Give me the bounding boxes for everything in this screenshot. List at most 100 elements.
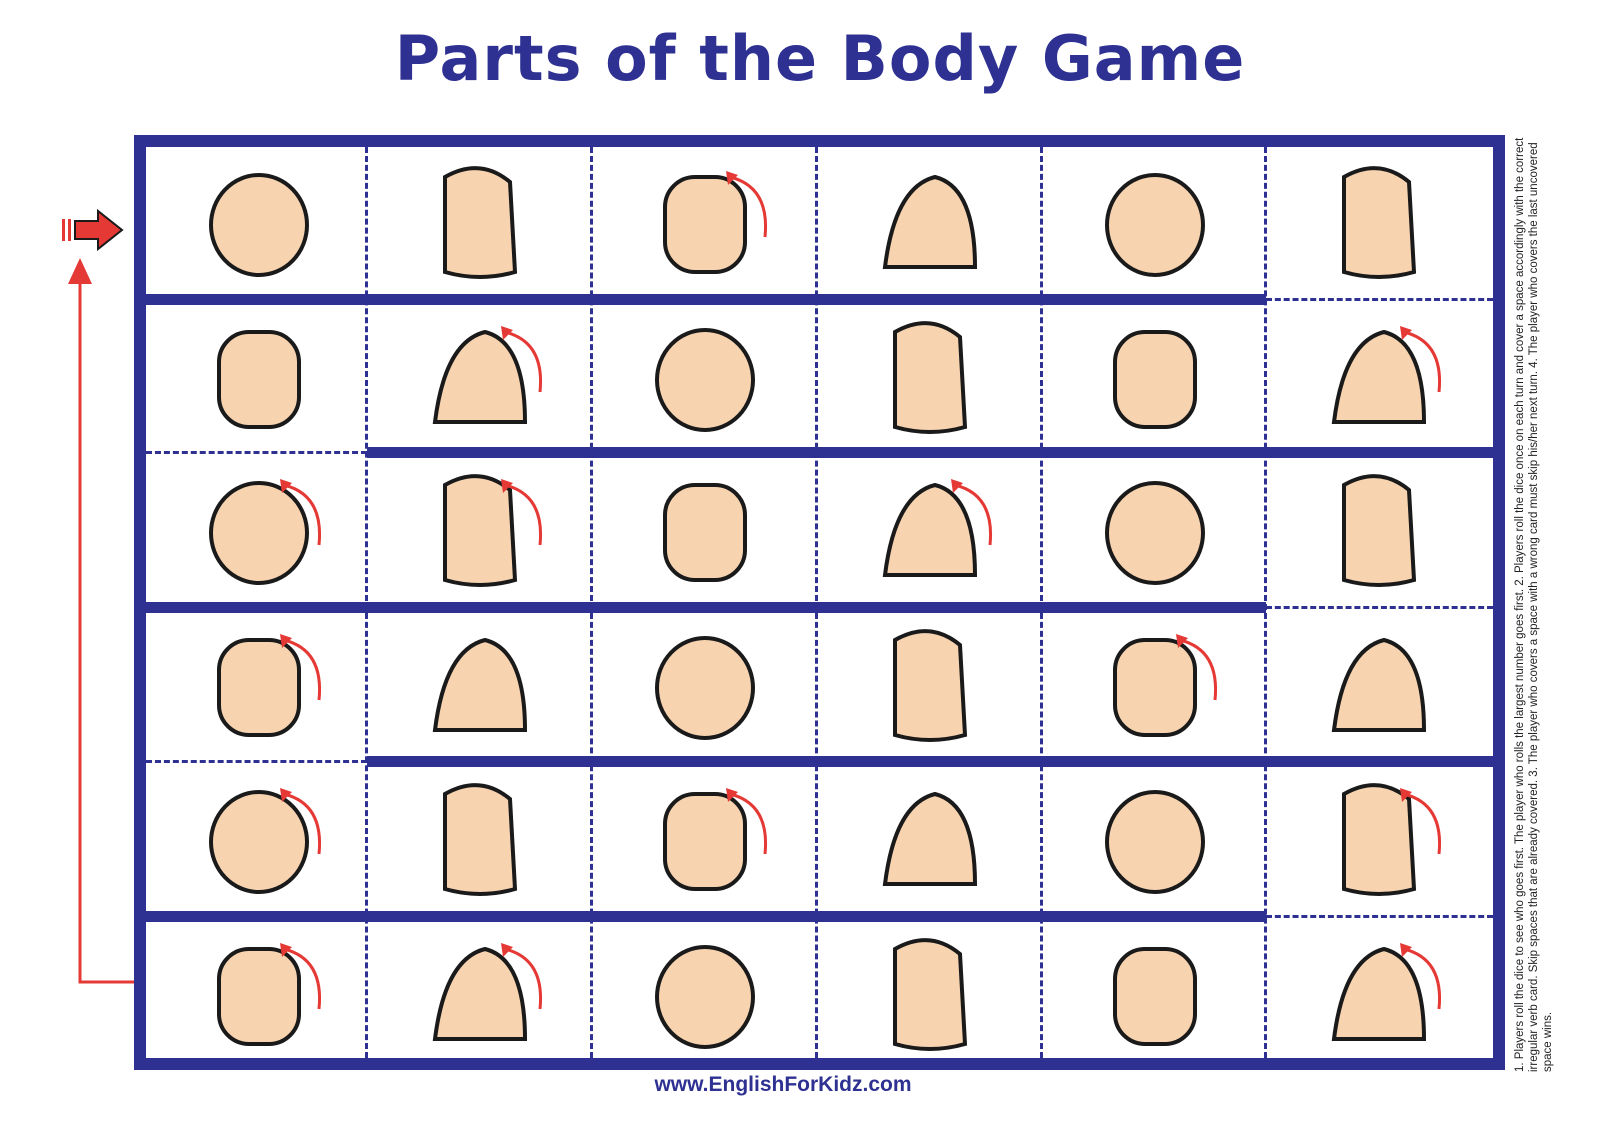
foot-icon: [1341, 166, 1416, 279]
tooth-icon: [892, 629, 967, 742]
chin-icon: [654, 328, 755, 432]
board-space[interactable]: [146, 764, 371, 914]
board-space[interactable]: [817, 919, 1042, 1069]
board-space[interactable]: [146, 610, 371, 760]
red-arrow-icon: [504, 330, 542, 393]
board-space[interactable]: [1266, 147, 1491, 297]
board-space[interactable]: [1266, 610, 1491, 760]
red-arrow-icon: [283, 792, 321, 855]
red-arrow-icon: [729, 792, 767, 855]
chest-icon: [654, 945, 755, 1049]
return-path-line: [68, 258, 136, 984]
forehead-icon: [1341, 783, 1441, 896]
red-arrow-icon: [729, 175, 767, 238]
leg-knee-icon: [216, 943, 321, 1046]
back-icon: [1104, 790, 1205, 894]
row-wall: [367, 447, 1493, 458]
start-arrow-icon: [62, 208, 124, 252]
board-space[interactable]: [146, 147, 371, 297]
elbow-icon: [1331, 326, 1441, 424]
red-arrow-icon: [1403, 792, 1441, 855]
wrist-icon: [442, 474, 542, 587]
row-wall: [146, 294, 1266, 305]
neck-icon: [432, 943, 542, 1041]
eye-icon: [882, 791, 977, 886]
face-icon: [654, 636, 755, 740]
row-wall: [367, 756, 1493, 767]
eyebrow-icon: [432, 326, 542, 424]
toes-icon: [1331, 943, 1441, 1041]
board-space[interactable]: [146, 455, 371, 605]
row-passage: [1266, 915, 1493, 918]
board-space[interactable]: [367, 455, 592, 605]
board-space[interactable]: [592, 302, 817, 452]
board-space[interactable]: [367, 919, 592, 1069]
red-arrow-icon: [504, 483, 542, 546]
ear-icon: [1112, 947, 1197, 1046]
board-space[interactable]: [146, 302, 371, 452]
red-arrow-icon: [283, 483, 321, 546]
board-space[interactable]: [146, 919, 371, 1069]
board-space[interactable]: [592, 764, 817, 914]
heel-icon: [662, 788, 767, 891]
red-arrow-icon: [1403, 947, 1441, 1010]
row-passage: [1266, 606, 1493, 609]
board-space[interactable]: [817, 455, 1042, 605]
board-space[interactable]: [1042, 147, 1267, 297]
arm-icon: [1331, 637, 1426, 732]
mouth-icon: [892, 321, 967, 434]
board-space[interactable]: [1042, 455, 1267, 605]
nose-icon: [442, 166, 517, 279]
board-space[interactable]: [592, 919, 817, 1069]
cheek-icon: [208, 788, 321, 894]
row-passage: [146, 451, 367, 454]
leg-icon: [208, 173, 309, 277]
throat-icon: [1341, 474, 1416, 587]
tongue-icon: [432, 637, 527, 732]
row-passage: [1266, 298, 1493, 301]
game-board: [134, 135, 1505, 1070]
board-space[interactable]: [817, 610, 1042, 760]
stomach-icon: [216, 330, 301, 429]
board-space[interactable]: [1042, 610, 1267, 760]
thumb-icon: [208, 479, 321, 585]
red-arrow-icon: [1403, 330, 1441, 393]
board-space[interactable]: [592, 147, 817, 297]
row-wall: [146, 911, 1266, 922]
board-space[interactable]: [1042, 764, 1267, 914]
finger-icon: [892, 938, 967, 1051]
board-space[interactable]: [592, 455, 817, 605]
hair-icon: [882, 174, 977, 269]
website-url[interactable]: www.EnglishForKidz.com: [654, 1073, 912, 1096]
knee-icon: [662, 171, 767, 274]
row-wall: [146, 602, 1266, 613]
head-icon: [1104, 173, 1205, 277]
fingernail-icon: [1112, 634, 1217, 737]
hand-icon: [442, 783, 517, 896]
board-space[interactable]: [367, 610, 592, 760]
red-arrow-icon: [504, 947, 542, 1010]
board-space[interactable]: [367, 302, 592, 452]
shoulder-icon: [216, 634, 321, 737]
palm-icon: [1104, 481, 1205, 585]
game-rules: 1. Players roll the dice to see who goes…: [1514, 137, 1554, 1072]
board-space[interactable]: [592, 610, 817, 760]
row-passage: [146, 760, 367, 763]
eyelash-icon: [882, 479, 992, 577]
page-title: Parts of the Body Game: [394, 22, 1246, 95]
board-space[interactable]: [1266, 919, 1491, 1069]
lips-icon: [662, 483, 747, 582]
bottom-icon: [1112, 330, 1197, 429]
board-space[interactable]: [1266, 455, 1491, 605]
board-space[interactable]: [367, 764, 592, 914]
red-arrow-icon: [283, 947, 321, 1010]
red-arrow-icon: [954, 483, 992, 546]
board-space[interactable]: [817, 302, 1042, 452]
board-space[interactable]: [1042, 919, 1267, 1069]
board-space[interactable]: [1266, 302, 1491, 452]
board-space[interactable]: [817, 147, 1042, 297]
board-space[interactable]: [367, 147, 592, 297]
board-space[interactable]: [1266, 764, 1491, 914]
board-space[interactable]: [817, 764, 1042, 914]
board-space[interactable]: [1042, 302, 1267, 452]
